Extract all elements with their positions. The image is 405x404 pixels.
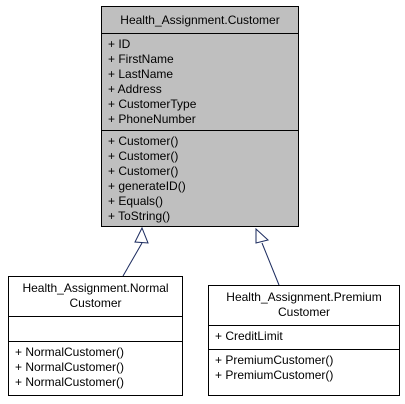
premium-customer-class-box[interactable]: Health_Assignment.Premium Customer + Cre… [208, 285, 400, 396]
premium-to-customer-edge [261, 242, 280, 286]
premium-customer-name-line1: Health_Assignment.Premium [226, 290, 382, 304]
method-customer-2: + Customer() [108, 149, 179, 163]
customer-class-name: Health_Assignment.Customer [102, 7, 298, 34]
normal-to-customer-edge [122, 242, 143, 277]
normal-customer-name-line2: Customer [69, 296, 122, 310]
attribute-firstname: + FirstName [108, 52, 174, 66]
method-tostring: + ToString() [108, 209, 171, 223]
method-normalcustomer-1: + NormalCustomer() [15, 345, 125, 359]
normal-customer-class-name: Health_Assignment.Normal Customer [9, 277, 182, 317]
method-equals: + Equals() [108, 194, 164, 208]
premium-customer-methods: + PremiumCustomer() + PremiumCustomer() [209, 350, 399, 383]
method-premiumcustomer-1: + PremiumCustomer() [215, 353, 334, 367]
normal-customer-name-line1: Health_Assignment.Normal [22, 281, 169, 295]
attribute-address: + Address [108, 82, 162, 96]
premium-customer-class-name: Health_Assignment.Premium Customer [209, 286, 399, 326]
attribute-phonenumber: + PhoneNumber [108, 112, 196, 126]
normal-customer-class-box[interactable]: Health_Assignment.Normal Customer + Norm… [8, 276, 183, 396]
method-customer-1: + Customer() [108, 134, 179, 148]
method-generateid: + generateID() [108, 179, 186, 193]
customer-class-box[interactable]: Health_Assignment.Customer + ID + FirstN… [101, 6, 299, 227]
premium-customer-attributes: + CreditLimit [209, 326, 399, 350]
method-normalcustomer-2: + NormalCustomer() [15, 360, 125, 374]
customer-attributes: + ID + FirstName + LastName + Address + … [102, 34, 298, 131]
attribute-id: + ID [108, 37, 131, 51]
premium-to-customer-arrowhead [255, 227, 270, 244]
premium-customer-name-line2: Customer [277, 305, 330, 319]
normal-customer-attributes [9, 317, 182, 342]
customer-methods: + Customer() + Customer() + Customer() +… [102, 131, 298, 224]
method-customer-3: + Customer() [108, 164, 179, 178]
normal-to-customer-arrowhead [134, 226, 149, 244]
attribute-creditlimit: + CreditLimit [215, 329, 283, 343]
attribute-lastname: + LastName [108, 67, 174, 81]
normal-customer-methods: + NormalCustomer() + NormalCustomer() + … [9, 342, 182, 390]
method-normalcustomer-3: + NormalCustomer() [15, 375, 125, 389]
attribute-customertype: + CustomerType [108, 97, 197, 111]
method-premiumcustomer-2: + PremiumCustomer() [215, 368, 334, 382]
